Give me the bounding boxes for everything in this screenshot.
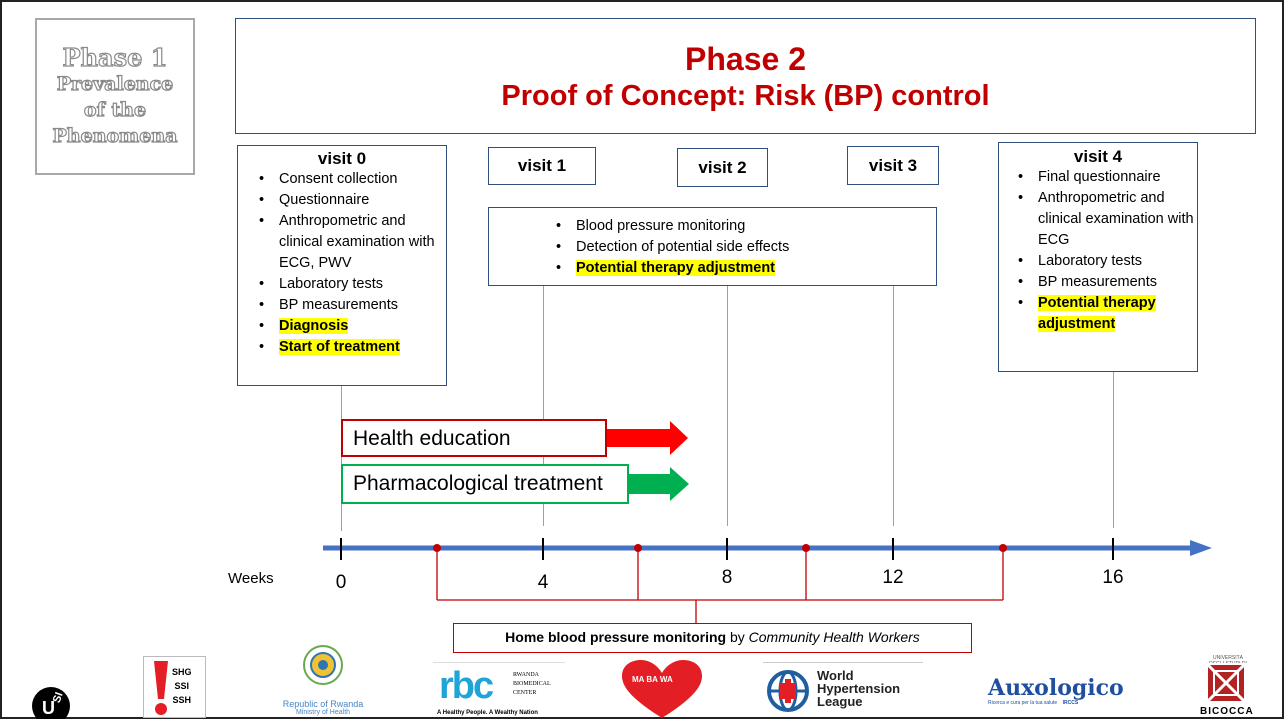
list-item: Final questionnaire <box>1018 167 1197 188</box>
mabawa-heart-logo: MA BA WA <box>622 660 702 718</box>
rwanda-text-1: Republic of Rwanda <box>282 699 364 709</box>
usi-logo: U SI <box>32 687 70 719</box>
therapy-adjustment-highlight-2: Potential therapy adjustment <box>1038 295 1156 332</box>
svg-text:SI: SI <box>51 691 66 705</box>
shg-logo: SHG SSI SSH <box>143 656 206 718</box>
tick-label-16: 16 <box>1102 567 1124 588</box>
shg-text-2: SSI <box>174 681 190 691</box>
shg-text-3: SSH <box>172 695 192 705</box>
phase1-box: Phase 1 Prevalence of the Phenomena <box>35 18 195 175</box>
auxologico-tagline: Ricerca e cura per la tua salute <box>988 700 1058 706</box>
home-monitoring-box: Home blood pressure monitoring by Commun… <box>453 623 972 653</box>
visit0-title: visit 0 <box>317 149 367 168</box>
monitoring-box: Blood pressure monitoring Detection of p… <box>488 207 937 286</box>
start-treatment-highlight: Start of treatment <box>279 339 400 355</box>
list-item: Potential therapy adjustment <box>556 258 936 279</box>
home-monitoring-bold: Home blood pressure monitoring <box>505 629 727 645</box>
rwanda-moh-logo: Republic of Rwanda Ministry of Health <box>268 643 378 719</box>
connector-week12 <box>893 286 894 526</box>
phase2-title: Phase 2 <box>685 41 806 77</box>
home-monitoring-italic: Community Health Workers <box>748 629 920 645</box>
irccs-text: IRCCS <box>1062 700 1079 706</box>
visit2-box: visit 2 <box>677 148 768 187</box>
connector-week16 <box>1113 372 1114 528</box>
tick-label-12: 12 <box>882 567 904 588</box>
rbc-name-2: BIOMEDICAL <box>513 681 551 687</box>
list-item: Anthropometric and clinical examination … <box>1018 188 1198 251</box>
connector-week4 <box>543 286 544 526</box>
visit2-title: visit 2 <box>698 158 747 177</box>
phase2-subtitle: Proof of Concept: Risk (BP) control <box>501 80 990 112</box>
visit3-title: visit 3 <box>868 156 918 175</box>
tick-label-0: 0 <box>335 572 347 593</box>
phase1-line4: Phenomena <box>52 124 178 147</box>
list-item: Detection of potential side effects <box>556 237 936 258</box>
tick-label-8: 8 <box>721 567 733 588</box>
home-monitoring-by: by <box>726 629 749 645</box>
list-item: Questionnaire <box>259 190 446 211</box>
auxologico-name: Auxologico <box>988 675 1124 701</box>
pharmacological-label: Pharmacological treatment <box>353 472 603 495</box>
mabawa-text: MA BA WA <box>632 675 673 684</box>
shg-text-1: SHG <box>172 667 192 677</box>
visit4-title: visit 4 <box>1073 147 1123 166</box>
list-item: Start of treatment <box>259 337 446 358</box>
monitoring-list: Blood pressure monitoring Detection of p… <box>554 216 936 279</box>
rbc-logo: rbc RWANDA BIOMEDICAL CENTER A Healthy P… <box>433 662 565 720</box>
phase1-title: Phase 1 <box>62 42 168 72</box>
visit3-box: visit 3 <box>847 146 939 185</box>
tick-label-4: 4 <box>537 572 549 593</box>
auxologico-logo: Auxologico Ricerca e cura per la tua sal… <box>988 676 1128 716</box>
bicocca-arc-text: UNIVERSITÀ DEGLI STUDI DI MILANO <box>1209 655 1247 663</box>
diagnosis-highlight: Diagnosis <box>279 318 349 334</box>
health-education-box: Health education <box>341 419 607 457</box>
list-item: BP measurements <box>259 295 446 316</box>
phase2-box: Phase 2 Proof of Concept: Risk (BP) cont… <box>235 18 1256 134</box>
list-item: Diagnosis <box>259 316 446 337</box>
world-hypertension-league-logo: World Hypertension League <box>763 662 923 719</box>
visit4-box: visit 4 Final questionnaire Anthropometr… <box>998 142 1198 372</box>
therapy-adjustment-highlight: Potential therapy adjustment <box>576 260 776 276</box>
pharmacological-box: Pharmacological treatment <box>341 464 629 504</box>
visit0-list: Consent collection Questionnaire Anthrop… <box>257 169 446 358</box>
visit0-box: visit 0 Consent collection Questionnaire… <box>237 145 447 386</box>
visit1-box: visit 1 <box>488 147 596 185</box>
phase1-line2: Prevalence <box>56 72 174 95</box>
bicocca-text: BICOCCA <box>1200 706 1254 717</box>
rbc-mark: rbc <box>439 665 494 707</box>
list-item: Potential therapy adjustment <box>1018 293 1173 335</box>
rbc-tagline: A Healthy People. A Wealthy Nation <box>437 710 538 716</box>
bicocca-logo: UNIVERSITÀ DEGLI STUDI DI MILANO BICOCCA <box>1198 655 1253 719</box>
rbc-name-1: RWANDA <box>513 672 540 678</box>
list-item: Consent collection <box>259 169 446 190</box>
visit1-title: visit 1 <box>517 156 567 175</box>
rwanda-text-2: Ministry of Health <box>295 709 351 716</box>
list-item: Laboratory tests <box>1018 251 1197 272</box>
whl-text-3: League <box>817 694 863 709</box>
list-item: Laboratory tests <box>259 274 446 295</box>
list-item: Blood pressure monitoring <box>556 216 936 237</box>
connector-week8 <box>727 286 728 526</box>
list-item: Anthropometric and clinical examination … <box>259 211 439 274</box>
health-education-label: Health education <box>353 427 511 450</box>
list-item: BP measurements <box>1018 272 1197 293</box>
phase1-line3: of the <box>83 98 147 121</box>
rbc-name-3: CENTER <box>513 690 537 696</box>
weeks-label: Weeks <box>228 570 274 587</box>
connector-week0 <box>341 386 342 531</box>
whl-text-1: World <box>817 668 854 683</box>
visit4-list: Final questionnaire Anthropometric and c… <box>1016 167 1197 335</box>
whl-text-2: Hypertension <box>817 681 901 696</box>
svg-text:U: U <box>42 698 55 718</box>
